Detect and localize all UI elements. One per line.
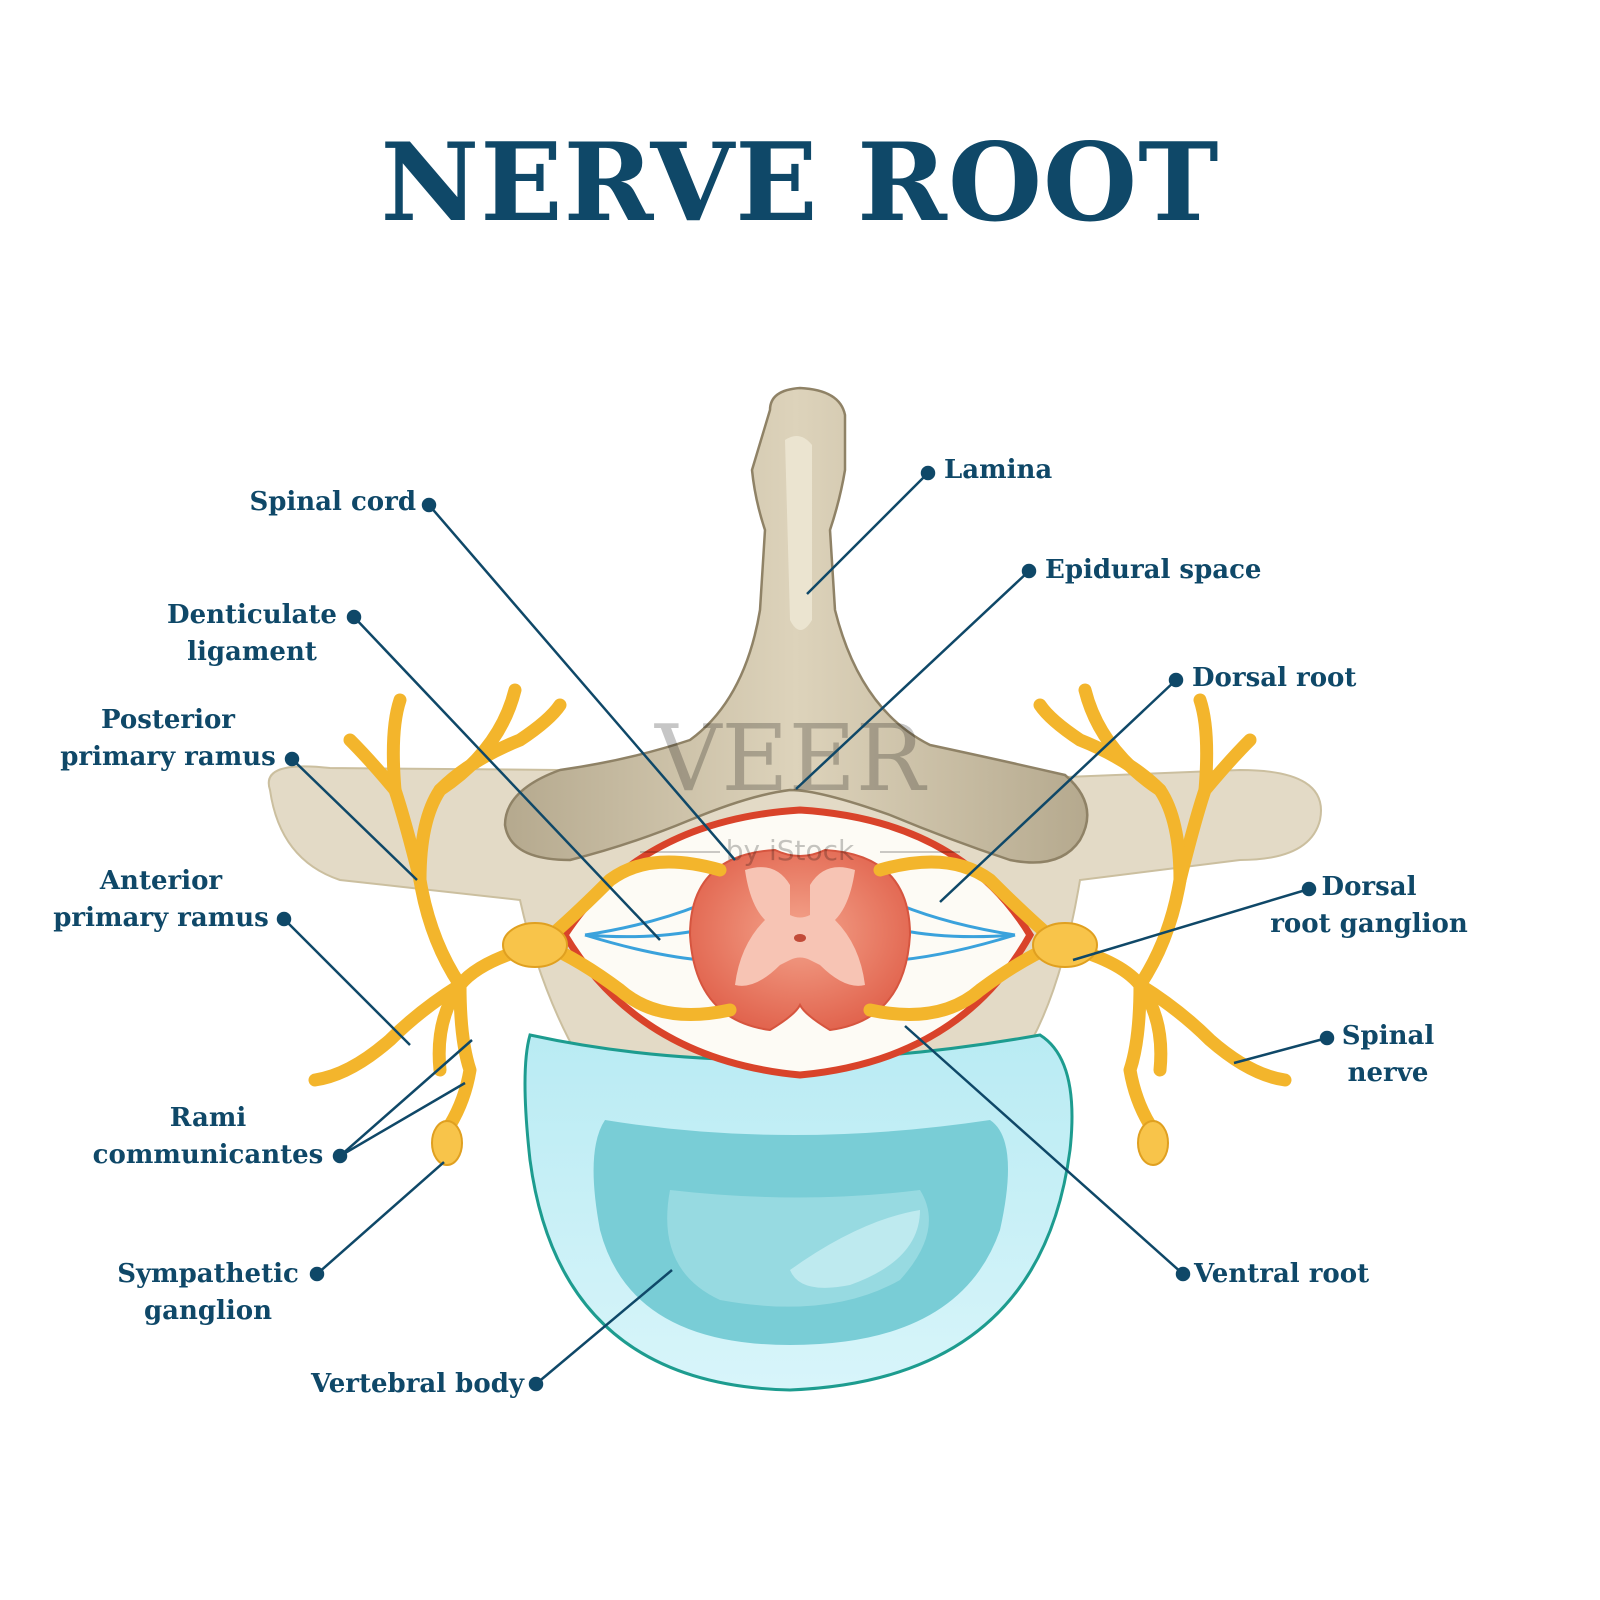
ganglia [431, 922, 1169, 1166]
label-epidural-space: Epidural space [1045, 555, 1262, 585]
label-lamina: Lamina [944, 455, 1053, 485]
watermark-sub: by iStock [726, 834, 855, 867]
label-rami-communicantes: Rami communicantes [92, 1103, 324, 1170]
nerve-branches [308, 683, 1292, 1132]
page-title: NERVE ROOT [380, 120, 1220, 246]
label-spinal-cord: Spinal cord [249, 487, 416, 517]
label-spinal-nerve: Spinal nerve [1341, 1021, 1435, 1088]
label-posterior-primary-ramus: Posterior primary ramus [60, 705, 276, 772]
left-sympathetic-ganglion [431, 1120, 463, 1166]
label-sympathetic-ganglion: Sympathetic ganglion [117, 1259, 299, 1326]
label-anterior-primary-ramus: Anterior primary ramus [53, 866, 269, 933]
label-dorsal-root-ganglion: Dorsal root ganglion [1270, 872, 1468, 939]
watermark-main: VEER [654, 705, 928, 812]
leader-lines [276, 465, 1335, 1392]
label-denticulate-ligament: Denticulate ligament [167, 600, 337, 667]
right-dorsal-root-ganglion [1032, 922, 1098, 968]
left-dorsal-root-ganglion [502, 922, 568, 968]
label-vertebral-body: Vertebral body [310, 1369, 524, 1399]
label-ventral-root: Ventral root [1194, 1259, 1370, 1289]
label-dorsal-root: Dorsal root [1192, 663, 1357, 693]
right-sympathetic-ganglion [1137, 1120, 1169, 1166]
watermark: VEER by iStock [640, 705, 960, 867]
grey-matter [735, 867, 865, 986]
